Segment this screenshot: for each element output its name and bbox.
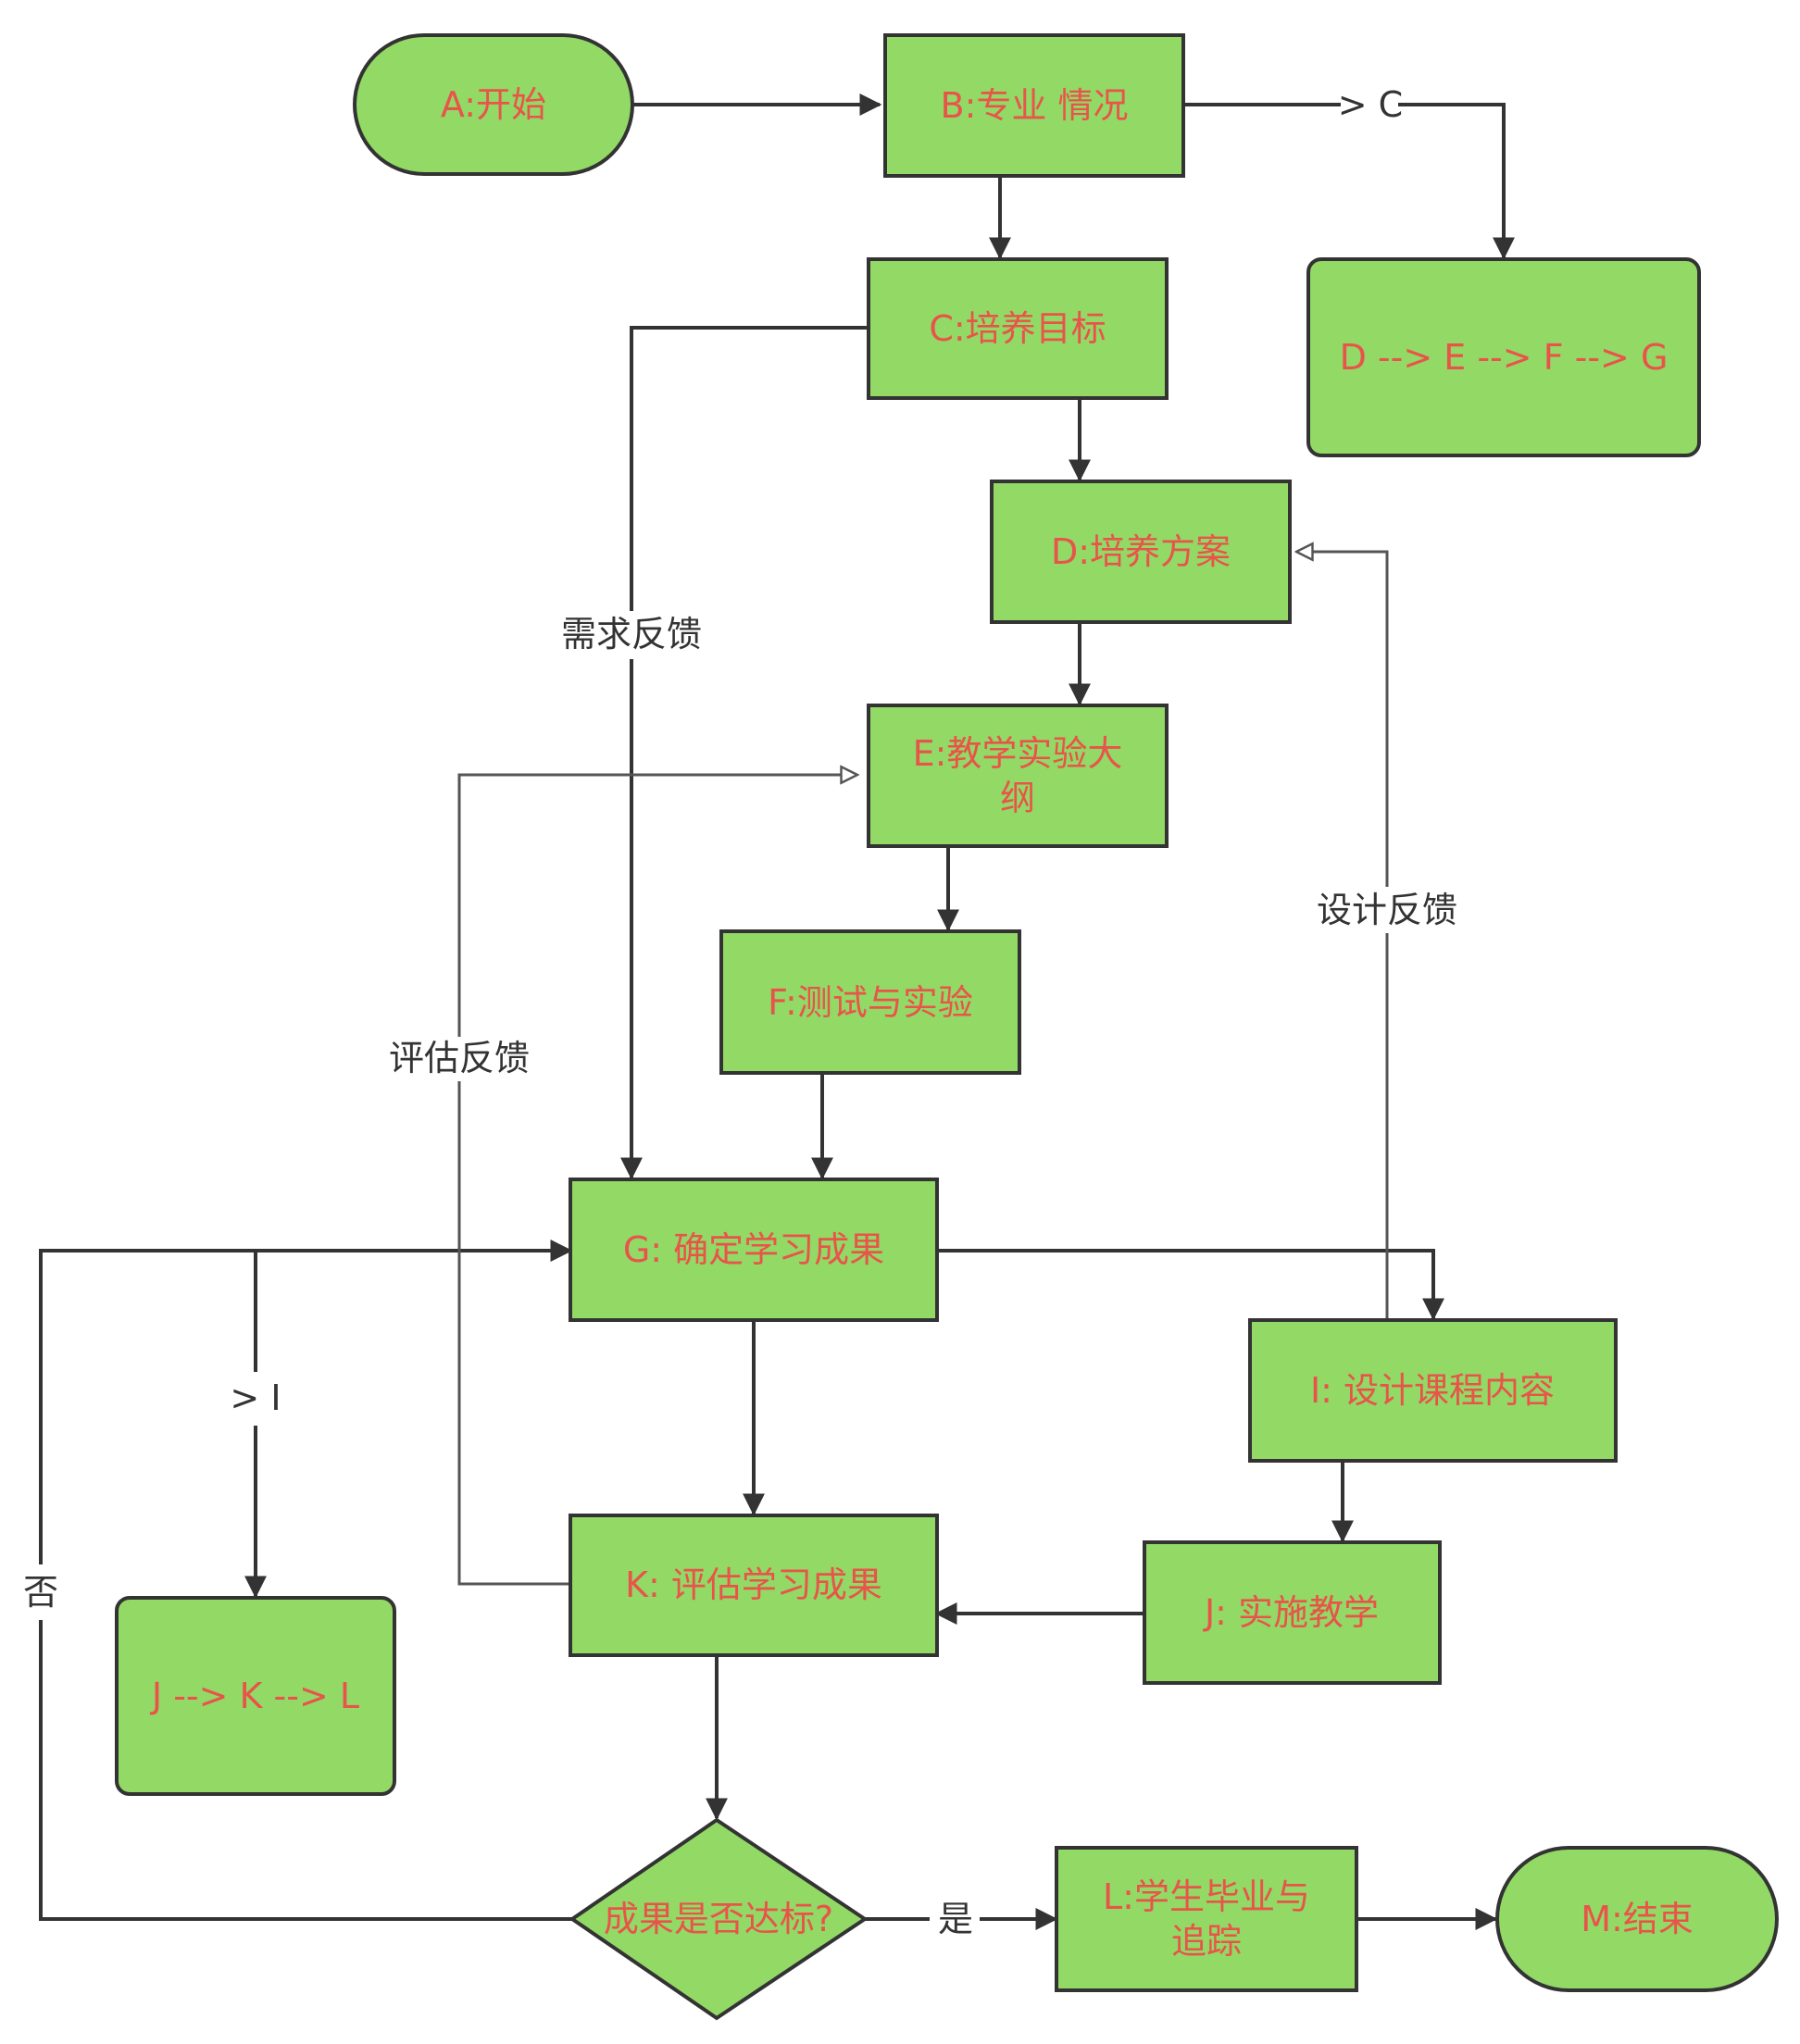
node-jkl xyxy=(115,1596,396,1796)
edge-k-to-e-eval-feedback-2 xyxy=(457,775,857,1037)
edge-decision-to-g-no xyxy=(39,1620,572,1921)
node-dg xyxy=(1306,257,1701,457)
node-i-label: I: 设计课程内容 xyxy=(1310,1370,1555,1411)
node-f-label: F:测试与实验 xyxy=(768,982,973,1023)
node-d-label: D:培养方案 xyxy=(1051,531,1231,572)
edge-label-to-c: > C xyxy=(1338,84,1403,125)
node-e-label-line2: 纲 xyxy=(1000,778,1035,818)
node-c xyxy=(867,257,1169,400)
node-jkl-label: J --> K --> L xyxy=(150,1676,359,1716)
edge-g-to-i xyxy=(937,1249,1444,1321)
feedback-edges xyxy=(457,552,1389,1586)
edges xyxy=(39,93,1515,1930)
node-l-label-line1: L:学生毕业与 xyxy=(1103,1876,1310,1917)
node-b-label: B:专业 情况 xyxy=(941,85,1129,126)
node-dg-label: D --> E --> F --> G xyxy=(1340,337,1669,378)
node-k xyxy=(569,1514,939,1657)
edge-decision-to-g-no-2 xyxy=(39,1240,573,1564)
node-e xyxy=(867,704,1169,848)
node-m-label: M:结束 xyxy=(1581,1899,1694,1939)
node-decision xyxy=(569,1817,869,2021)
edge-k-to-e-eval-feedback xyxy=(457,1081,570,1586)
node-k-label: K: 评估学习成果 xyxy=(625,1564,882,1605)
node-d xyxy=(990,480,1292,624)
node-decision-label: 成果是否达标? xyxy=(604,1899,833,1939)
node-m-end xyxy=(1495,1846,1779,1992)
node-a-label: A:开始 xyxy=(441,84,546,125)
edge-c-to-g-demand-feedback xyxy=(630,326,869,611)
edge-label-no: 否 xyxy=(23,1572,58,1613)
nodes xyxy=(115,33,1779,2021)
node-b xyxy=(883,33,1185,178)
node-i xyxy=(1248,1318,1618,1463)
node-e-label-line1: E:教学实验大 xyxy=(913,733,1123,774)
edge-label-yes: 是 xyxy=(938,1899,973,1939)
edge-label-demand-feedback: 需求反馈 xyxy=(561,614,702,654)
node-g xyxy=(569,1178,939,1322)
edge-label-to-i: > I xyxy=(230,1377,281,1418)
edge-label-eval-feedback: 评估反馈 xyxy=(389,1038,530,1078)
node-c-label: C:培养目标 xyxy=(929,308,1106,349)
edge-label-design-feedback: 设计反馈 xyxy=(1317,890,1457,930)
node-j xyxy=(1143,1540,1442,1685)
edge-b-to-dg-2 xyxy=(1398,103,1515,260)
node-j-label: J: 实施教学 xyxy=(1203,1592,1379,1633)
node-l xyxy=(1055,1846,1358,1992)
node-g-label: G: 确定学习成果 xyxy=(623,1229,884,1270)
node-f xyxy=(719,929,1021,1075)
node-l-label-line2: 追踪 xyxy=(1171,1921,1242,1962)
node-a-start xyxy=(353,33,634,176)
edge-i-to-d-design-feedback-2 xyxy=(1296,552,1389,887)
